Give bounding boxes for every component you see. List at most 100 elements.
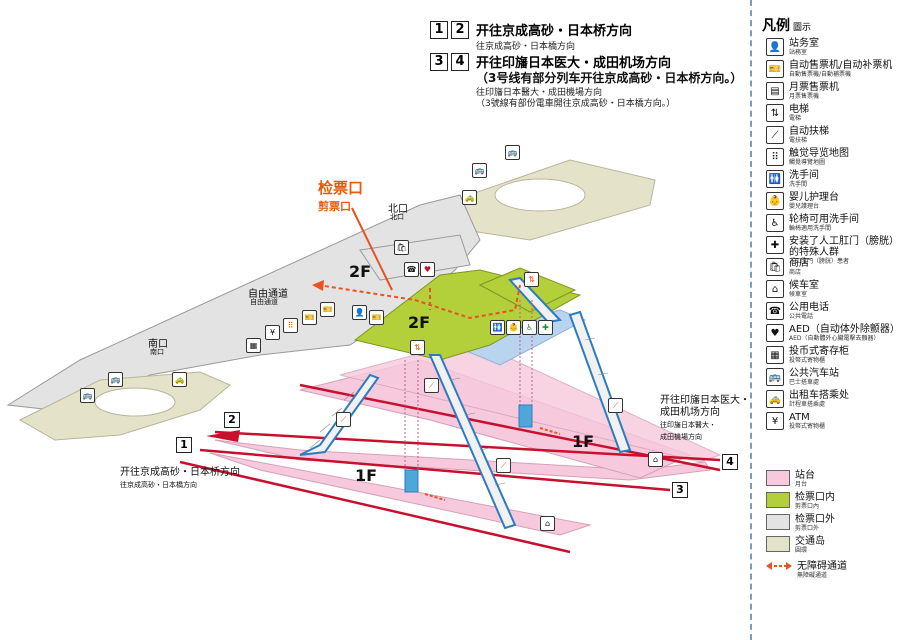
ostomy-restroom-icon: ✚ (538, 320, 553, 335)
legend-item-label: 安装了人工肛门（膀胱）的特殊人群 (789, 236, 899, 258)
track-4-box: 4 (451, 52, 469, 71)
bus-stop-icon: 🚌 (108, 372, 123, 387)
legend-item-label: 轮椅可用洗手间 (789, 214, 859, 225)
tactile-map-icon: ⠿ (766, 148, 784, 166)
direction-right-sub-1: 往印旛日本醫大・ (660, 421, 716, 429)
legend-item-sub: 公共電話 (789, 313, 814, 320)
locker-icon: ▦ (246, 338, 261, 353)
legend-item-sub: 電梯 (789, 115, 802, 122)
taxi-icon: 🚕 (462, 190, 477, 205)
atm-icon: ¥ (766, 412, 784, 430)
waiting-room-icon: ⌂ (540, 516, 555, 531)
legend-item-sub: 投幣式寄物櫃 (789, 357, 826, 364)
shop-icon: 🛍 (394, 240, 409, 255)
platform-3-marker: 3 (672, 482, 688, 498)
route-arrowhead (312, 280, 324, 291)
bus-stop-icon: 🚌 (472, 163, 487, 178)
track-1-box: 1 (430, 20, 448, 39)
platform-4-marker: 4 (722, 454, 738, 470)
ticket-gate-sub: 剪票口 (318, 200, 351, 213)
ticket-gate-label: 检票口 剪票口 (318, 177, 363, 214)
floor-1f-left-label: 1F (355, 466, 378, 485)
legend-item-sub: AED（自動體外心臟電擊去顫器） (789, 335, 880, 342)
platform-1-marker: 1 (176, 437, 192, 453)
direction-header-1: 1 2 开往京成高砂・日本桥方向 (430, 20, 632, 39)
platform-2-marker: 2 (224, 412, 240, 428)
wheelchair-restroom-icon: ♿ (522, 320, 537, 335)
legend-swatch-label: 检票口内 (795, 492, 835, 503)
legend-item-label: ATM (789, 412, 810, 423)
legend-barrier-free: 无障碍通道 無障礙通道 (766, 561, 847, 579)
phone-icon: ☎ (766, 302, 784, 320)
escalator-icon: ⟋ (608, 398, 623, 413)
direction-header-2-note: （3号线有部分列车开往京成高砂・日本桥方向。） (476, 71, 743, 85)
direction-left-label: 开往京成高砂・日本桥方向 往京成高砂・日本橋方向 (120, 467, 240, 491)
legend-item-text: 公用电话公共電話 (789, 302, 829, 320)
platforms (209, 339, 722, 536)
legend-item-text: 候车室候車室 (789, 280, 819, 298)
elevator-car-2 (518, 404, 533, 428)
barrier-free-arrow-icon (766, 562, 792, 570)
legend-swatch-text: 检票口内剪票口內 (795, 492, 835, 510)
elevator-icon: ⇅ (766, 104, 784, 122)
direction-header-2: 3 4 开往印旛日本医大・成田机场方向 (430, 52, 671, 71)
legend-item-text: 电梯電梯 (789, 104, 809, 122)
north-rotary (439, 159, 656, 241)
legend-swatch-label: 交通岛 (795, 536, 825, 547)
wheelchair-restroom-icon: ♿ (766, 214, 784, 232)
platform-route-arrows (424, 427, 561, 501)
barrier-free-route (317, 284, 521, 320)
legend-item-label: 自动扶梯 (789, 126, 829, 137)
bus-stop-icon: 🚌 (80, 388, 95, 403)
waiting-room-icon: ⌂ (766, 280, 784, 298)
legend-item-elevator: ⇅ 电梯電梯 (766, 104, 809, 122)
legend-swatch-text: 检票口外剪票口外 (795, 514, 835, 532)
legend-swatch (766, 536, 790, 552)
station-office-icon: 👤 (352, 305, 367, 320)
north-exit-label: 北口 (388, 204, 408, 215)
floor-1f-right-label: 1F (572, 432, 595, 451)
legend-swatch-sub: 月台 (795, 481, 808, 488)
legend-item-label: 触觉导览地图 (789, 148, 849, 159)
tactile-map-icon: ⠿ (283, 318, 298, 333)
escalator-icon: ⟋ (424, 378, 439, 393)
elevator-icon: ⇅ (524, 272, 539, 287)
legend-item-bus-stop: 🚌公共汽车站巴士搭車處 (766, 368, 839, 386)
legend-item-sub: 自動售票機/自動補票機 (789, 71, 852, 78)
legend-title: 凡例圖示 (762, 15, 811, 35)
legend-item-text: 出租车搭乘处計程車搭乘處 (789, 390, 849, 408)
legend-item-text: 自动售票机/自动补票机自動售票機/自動補票機 (789, 60, 892, 78)
direction-left-sub: 往京成高砂・日本橋方向 (120, 481, 197, 489)
atm-icon: ¥ (265, 325, 280, 340)
taxi-icon: 🚕 (172, 372, 187, 387)
legend-barrier-free-sub: 無障礙通道 (797, 572, 828, 579)
legend-item-wheelchair-restroom: ♿轮椅可用洗手间輪椅適用洗手間 (766, 214, 859, 232)
stair-steps (309, 337, 621, 486)
ticket-machine-icon: 🎫 (369, 310, 384, 325)
aed-icon: ♥ (420, 262, 435, 277)
legend-item-baby-care: 👶婴儿护理台嬰兒護理台 (766, 192, 839, 210)
legend-item-taxi: 🚕出租车搭乘处計程車搭乘處 (766, 390, 849, 408)
legend-swatch-label: 检票口外 (795, 514, 835, 525)
south-exit-label: 南口 (148, 339, 168, 350)
legend-swatch-row: 检票口内剪票口內 (766, 492, 835, 510)
legend-swatch-sub: 剪票口外 (795, 525, 820, 532)
ticket-machine-icon: 🎫 (320, 302, 335, 317)
track-3-box: 3 (430, 52, 448, 71)
direction-header-1-text: 开往京成高砂・日本桥方向 (476, 24, 633, 39)
legend-item-sub: 嬰兒護理台 (789, 203, 820, 210)
restroom-icon: 🚻 (766, 170, 784, 188)
legend-item-tactile-map: ⠿触觉导览地图觸覺導覽地圖 (766, 148, 849, 166)
free-passage-sub: 自由通道 (250, 298, 278, 306)
legend-swatch-sub: 圓環 (795, 547, 808, 554)
south-exit-sub: 南口 (150, 348, 164, 356)
legend-item-locker: ▦投币式寄存柜投幣式寄物櫃 (766, 346, 849, 364)
legend-item-ticket-machine: 🎫自动售票机/自动补票机自動售票機/自動補票機 (766, 60, 892, 78)
legend-swatch-label: 站台 (795, 470, 815, 481)
legend-item-label: 洗手间 (789, 170, 819, 181)
legend-item-sub: 人工肛門（膀胱）患者 (789, 258, 850, 265)
legend-item-sub: 候車室 (789, 291, 808, 298)
legend-panel: 凡例圖示 👤站务室站務室🎫自动售票机/自动补票机自動售票機/自動補票機▤月票售票… (750, 0, 906, 640)
legend-title-sub: 圖示 (793, 23, 812, 33)
